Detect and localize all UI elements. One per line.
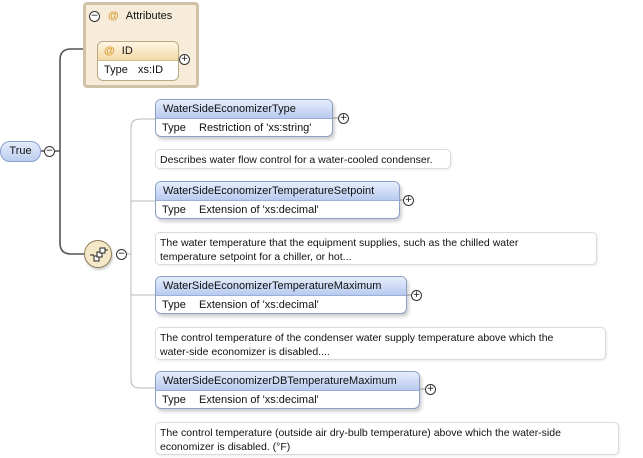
element-name: WaterSideEconomizerTemperatureMaximum bbox=[156, 277, 406, 296]
element-type-value: Extension of 'xs:decimal' bbox=[199, 394, 319, 406]
attribute-at-icon: @ bbox=[108, 10, 119, 22]
element-type-value: Extension of 'xs:decimal' bbox=[199, 299, 319, 311]
element-type-row: Type Restriction of 'xs:string' bbox=[156, 119, 332, 136]
element-documentation: The control temperature (outside air dry… bbox=[155, 422, 619, 455]
element-name: WaterSideEconomizerTemperatureSetpoint bbox=[156, 182, 399, 201]
element-type-label: Type bbox=[162, 122, 186, 134]
root-element-label: True bbox=[9, 145, 32, 157]
attributes-title: @ Attributes bbox=[108, 10, 173, 22]
sequence-collapse-toggle[interactable]: − bbox=[116, 249, 127, 260]
attribute-id-expand-toggle[interactable]: + bbox=[179, 54, 190, 65]
attribute-type-row: Type xs:ID bbox=[98, 61, 178, 79]
element-type-row: Type Extension of 'xs:decimal' bbox=[156, 296, 406, 313]
element-expand-toggle[interactable]: + bbox=[403, 195, 414, 206]
root-element-node[interactable]: True bbox=[0, 141, 41, 162]
element-type-value: Restriction of 'xs:string' bbox=[199, 122, 312, 134]
element-watersideeconomizerdbtemperaturemaximum[interactable]: WaterSideEconomizerDBTemperatureMaximum … bbox=[155, 371, 420, 409]
attribute-id-box[interactable]: @ ID Type xs:ID bbox=[97, 41, 179, 81]
element-documentation: Describes water flow control for a water… bbox=[155, 149, 451, 169]
element-watersideeconomizertemperaturemaximum[interactable]: WaterSideEconomizerTemperatureMaximum Ty… bbox=[155, 276, 407, 314]
element-type-label: Type bbox=[162, 394, 186, 406]
attribute-type-value: xs:ID bbox=[138, 64, 164, 76]
element-watersideeconomizertype[interactable]: WaterSideEconomizerType Type Restriction … bbox=[155, 99, 333, 137]
attributes-collapse-toggle[interactable]: − bbox=[89, 11, 100, 22]
element-name: WaterSideEconomizerDBTemperatureMaximum bbox=[156, 372, 419, 391]
element-expand-toggle[interactable]: + bbox=[425, 384, 436, 395]
element-documentation: The control temperature of the condenser… bbox=[155, 327, 606, 360]
element-type-row: Type Extension of 'xs:decimal' bbox=[156, 391, 419, 408]
attribute-id-header: @ ID bbox=[98, 42, 178, 61]
element-type-value: Extension of 'xs:decimal' bbox=[199, 204, 319, 216]
element-watersideeconomizertemperaturesetpoint[interactable]: WaterSideEconomizerTemperatureSetpoint T… bbox=[155, 181, 400, 219]
attributes-panel: − @ Attributes @ ID Type xs:ID bbox=[83, 2, 199, 88]
element-name: WaterSideEconomizerType bbox=[156, 100, 332, 119]
element-type-row: Type Extension of 'xs:decimal' bbox=[156, 201, 399, 218]
attribute-at-icon: @ bbox=[104, 45, 115, 57]
element-documentation: The water temperature that the equipment… bbox=[155, 232, 597, 265]
element-expand-toggle[interactable]: + bbox=[338, 113, 349, 124]
attribute-name: ID bbox=[121, 45, 133, 57]
sequence-compositor[interactable] bbox=[84, 240, 112, 268]
element-expand-toggle[interactable]: + bbox=[411, 290, 422, 301]
root-collapse-toggle[interactable]: − bbox=[44, 146, 55, 157]
attribute-type-label: Type bbox=[104, 64, 128, 76]
element-type-label: Type bbox=[162, 204, 186, 216]
element-type-label: Type bbox=[162, 299, 186, 311]
sequence-icon bbox=[90, 247, 108, 262]
